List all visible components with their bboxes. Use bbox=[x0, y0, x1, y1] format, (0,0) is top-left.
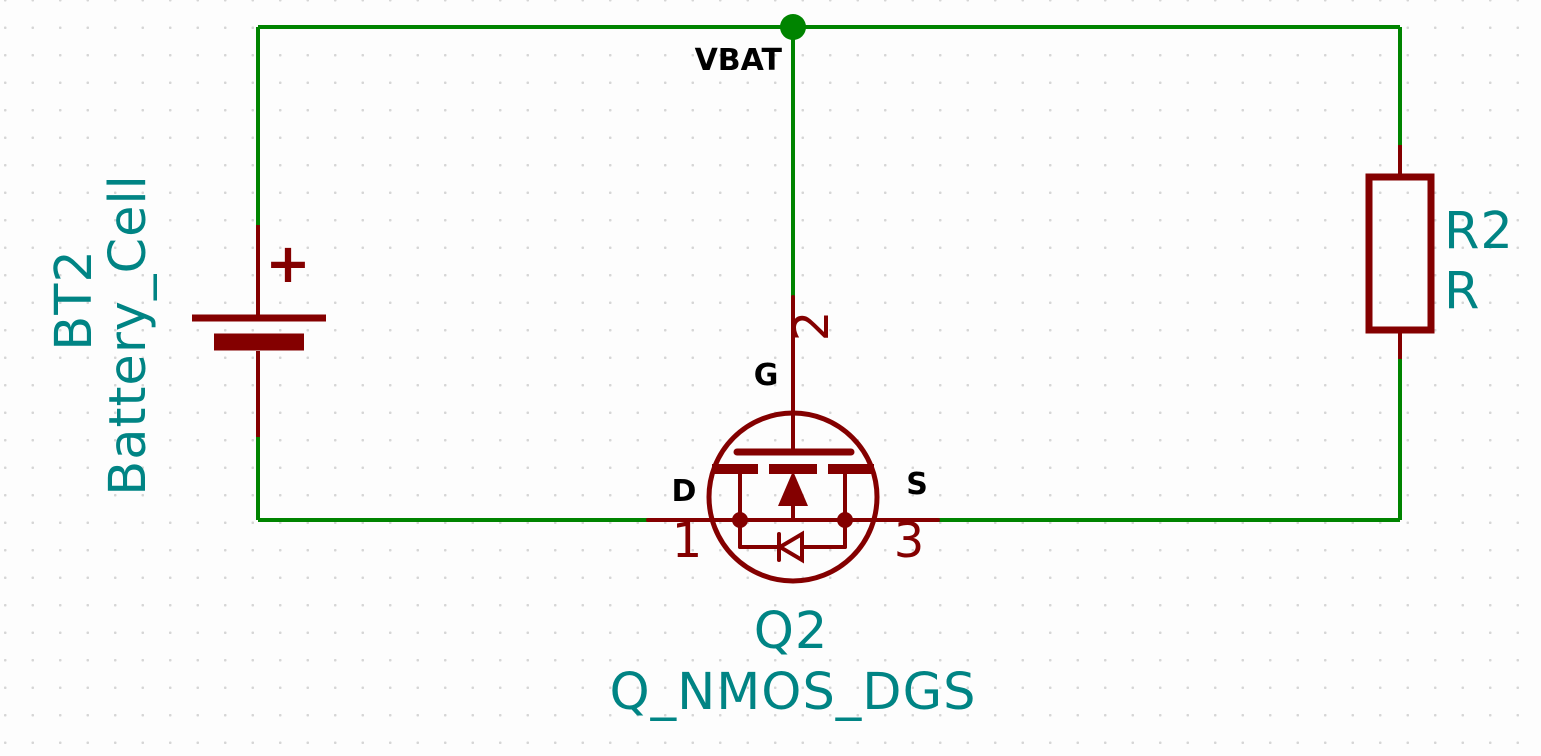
battery-reference[interactable]: BT2 bbox=[45, 249, 104, 351]
mosfet-pin-number-drain: 1 bbox=[671, 513, 703, 569]
mosfet-pin-number-source: 3 bbox=[893, 513, 925, 569]
mosfet-pin-number-gate: 2 bbox=[784, 310, 840, 342]
mosfet-bulk-arrow bbox=[778, 471, 808, 506]
resistor-reference[interactable]: R2 bbox=[1444, 202, 1514, 261]
wire-net[interactable] bbox=[256, 25, 1402, 522]
mosfet-symbol[interactable] bbox=[646, 295, 940, 584]
resistor-body[interactable] bbox=[1365, 173, 1435, 334]
junction-dot[interactable] bbox=[780, 14, 806, 40]
battery-symbol[interactable] bbox=[192, 225, 326, 437]
battery-value[interactable]: Battery_Cell bbox=[99, 174, 158, 496]
resistor-value[interactable]: R bbox=[1444, 262, 1481, 321]
resistor-symbol[interactable] bbox=[1365, 145, 1435, 359]
mosfet-pin-name-drain: D bbox=[671, 474, 697, 509]
mosfet-pin-name-gate: G bbox=[753, 358, 779, 393]
mosfet-pin-name-source: S bbox=[906, 467, 928, 502]
mosfet-value[interactable]: Q_NMOS_DGS bbox=[609, 663, 977, 722]
net-label-vbat[interactable]: VBAT bbox=[694, 43, 782, 78]
mosfet-diode-triangle bbox=[776, 530, 804, 564]
mosfet-reference[interactable]: Q2 bbox=[753, 602, 829, 661]
battery-polarity-mark: + bbox=[265, 232, 311, 295]
